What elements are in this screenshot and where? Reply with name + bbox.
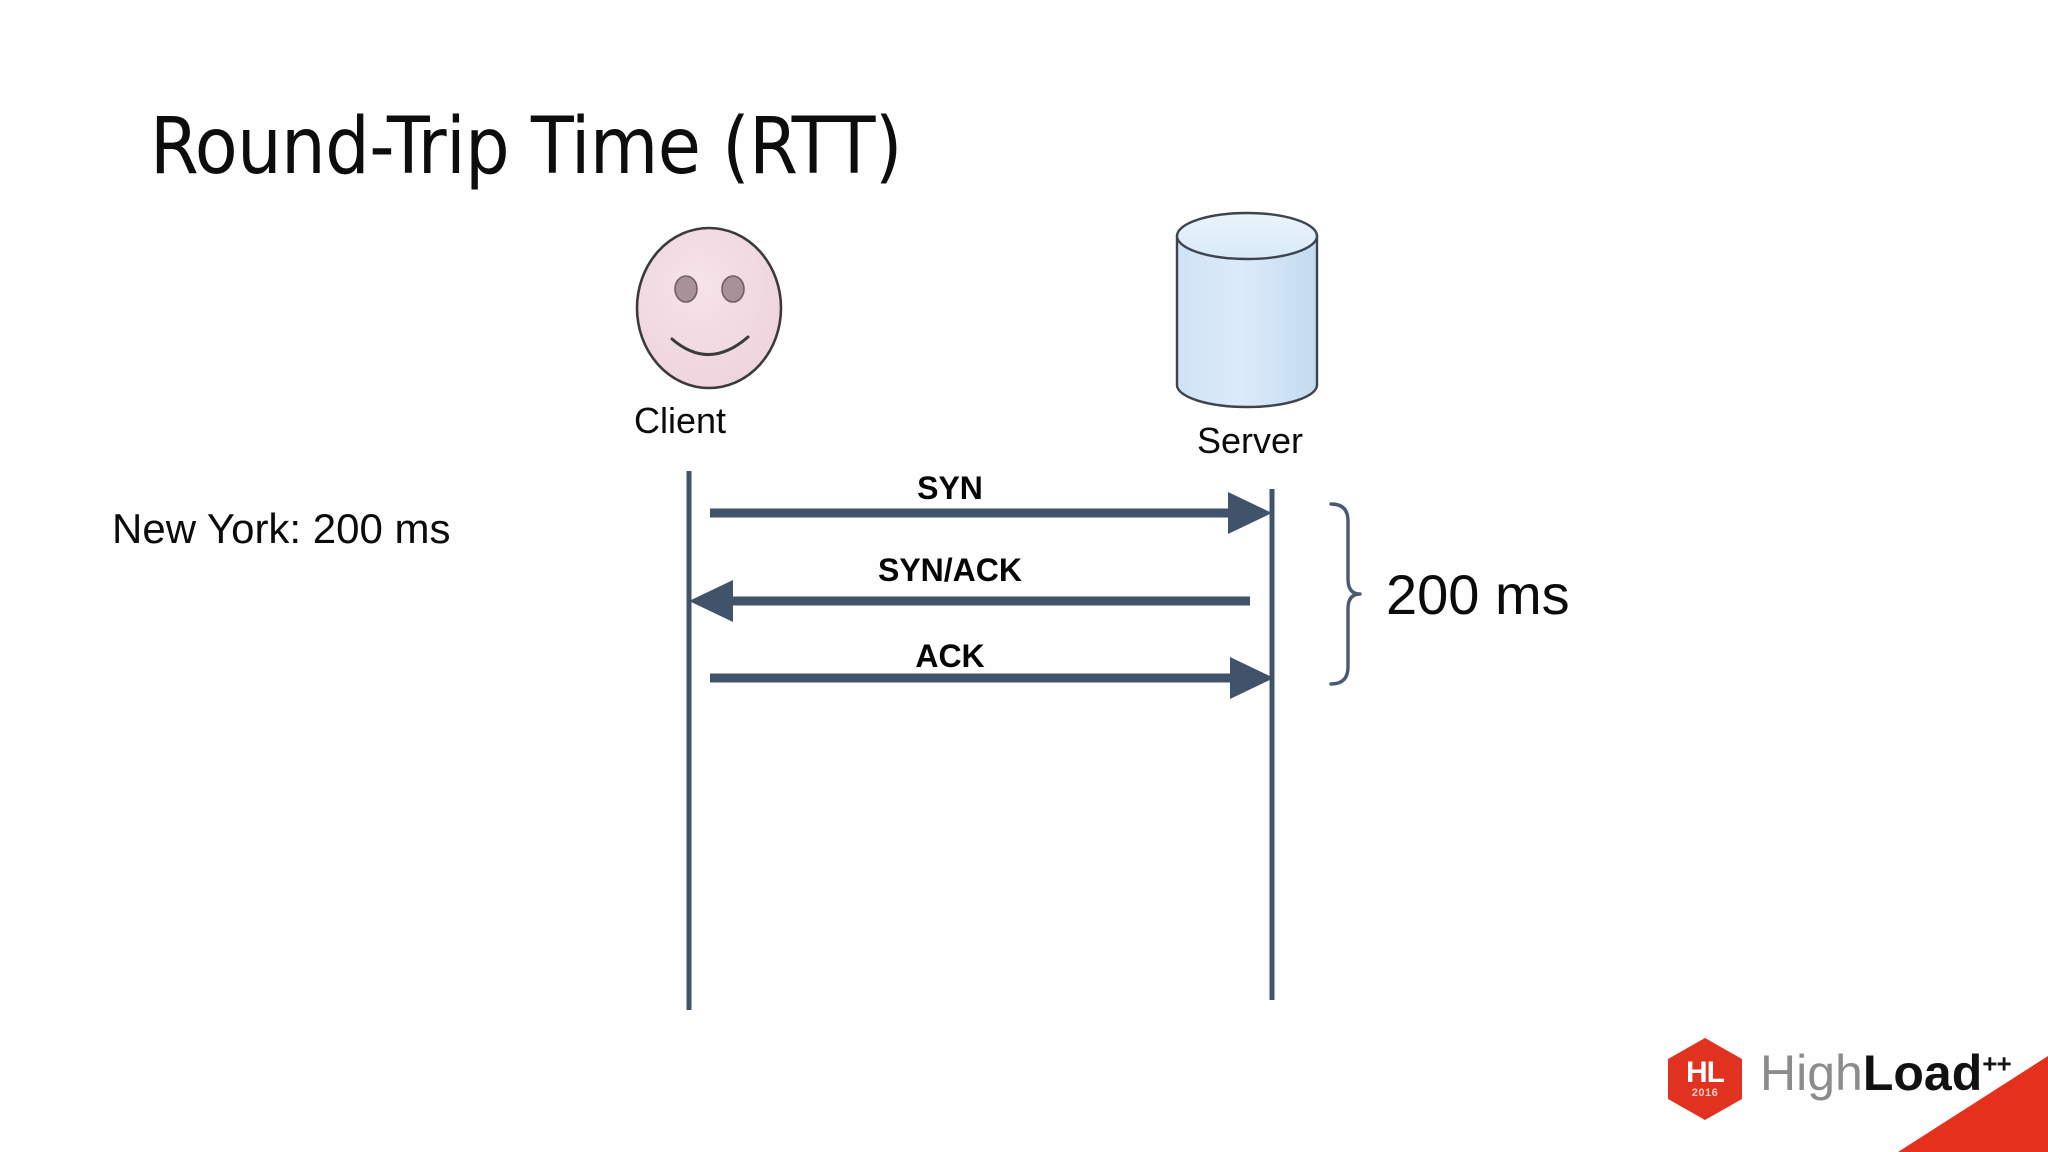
smiley-eye-right [721, 275, 745, 303]
rtt-value-label: 200 ms [1386, 563, 1570, 626]
logo-word-high: High [1760, 1045, 1863, 1101]
latency-caption: New York: 200 ms [112, 505, 451, 552]
logo-mark-text: HL [1686, 1056, 1725, 1089]
highload-logo: HL 2016 HighLoad++ [1662, 1036, 2012, 1122]
client-label: Client [633, 400, 727, 441]
page-title: Round-Trip Time (RTT) [150, 102, 902, 192]
message-label-syn-ack: SYN/ACK [877, 552, 1022, 588]
logo-word-load: Load [1862, 1045, 1983, 1101]
logo-year-text: 2016 [1691, 1087, 1719, 1099]
logo-superscript: ++ [1982, 1048, 2011, 1079]
logo-wordmark: HighLoad++ [1760, 1045, 2012, 1101]
server-label: Server [1196, 420, 1304, 461]
smiley-eye-left [674, 275, 698, 303]
message-label-syn: SYN [917, 470, 983, 506]
hexagon-icon [1668, 1038, 1742, 1120]
message-label-ack: ACK [915, 638, 985, 674]
smiley-face-icon [635, 226, 783, 390]
smiley-mouth [670, 335, 750, 356]
rtt-brace [1329, 502, 1362, 686]
database-cylinder-icon [1175, 211, 1319, 409]
